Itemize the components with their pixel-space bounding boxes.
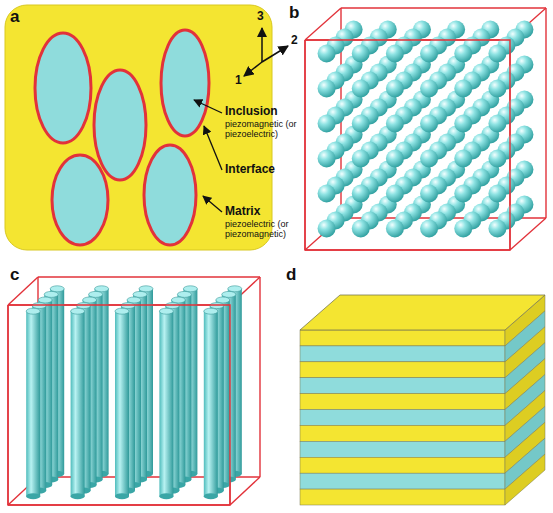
laminate-layer [300,457,505,473]
sphere-inclusion [488,185,506,203]
cube-edge [230,477,260,505]
callout-note: piezomagnetic (or piezoelectric) [225,120,301,140]
sphere-inclusion [352,45,370,63]
fiber-cylinder [26,308,40,499]
fiber-cylinder [71,308,85,499]
sphere-inclusion [488,220,506,238]
sphere-inclusion [454,220,472,238]
laminate-top [300,295,545,330]
sphere-inclusion [386,185,404,203]
sphere-inclusion [488,45,506,63]
axis-label: 3 [257,10,264,23]
fiber-cylinder [115,308,129,499]
sphere-inclusion [420,220,438,238]
sphere-inclusion [386,150,404,168]
panel-d [300,295,545,505]
sphere-inclusion [318,220,336,238]
sphere-inclusion [420,45,438,63]
laminate-side [505,454,545,505]
sphere-inclusion [318,150,336,168]
cube-edge [341,7,546,8]
inclusion-ellipse [161,30,209,136]
leader-arrow [203,196,222,212]
callout-label: Inclusion [225,105,278,118]
sphere-inclusion [488,150,506,168]
axis-label: 2 [291,34,298,47]
cube-front-edge [8,305,230,505]
leader-arrow [194,100,222,113]
laminate-layer [300,489,505,505]
panel-c [8,277,260,505]
sphere-inclusion [352,115,370,133]
fiber-cylinder [204,308,218,499]
leader-arrow [204,126,222,170]
sphere-inclusion [386,220,404,238]
sphere-inclusion [352,220,370,238]
callout-label: Interface [225,163,275,176]
sphere-inclusion [454,150,472,168]
panel-letter: d [286,266,296,285]
inclusion-ellipse [52,155,108,245]
sphere-inclusion [318,80,336,98]
callout-note: piezoelectric (or piezomagnetic) [225,220,301,240]
sphere-inclusion [386,115,404,133]
axis-arrow [244,62,262,76]
sphere-inclusion [352,185,370,203]
laminate-layer [300,410,505,426]
laminate-layer [300,425,505,441]
sphere-inclusion [454,80,472,98]
sphere-inclusion [318,115,336,133]
cube-edge [510,218,546,250]
sphere-inclusion [454,115,472,133]
sphere-inclusion [488,115,506,133]
inclusion-ellipse [35,33,91,143]
sphere-inclusion [420,150,438,168]
sphere-inclusion [386,80,404,98]
laminate-layer [300,441,505,457]
sphere-inclusion [420,80,438,98]
panel-letter: c [10,266,19,285]
axis-label: 1 [235,74,242,87]
inclusion-ellipse [94,70,146,180]
callout-label: Matrix [225,205,260,218]
panel-b [305,8,546,250]
fiber-cylinder [159,308,173,499]
cube-edge [259,277,260,477]
sphere-inclusion [318,185,336,203]
sphere-inclusion [386,45,404,63]
sphere-inclusion [318,45,336,63]
sphere-inclusion [454,185,472,203]
cube-front-edge [305,40,510,250]
sphere-inclusion [420,115,438,133]
laminate-layer [300,473,505,489]
sphere-inclusion [488,80,506,98]
sphere-inclusion [352,150,370,168]
axis-arrow [261,28,263,62]
inclusion-ellipse [144,145,196,245]
cube-edge [305,8,341,40]
laminate-layer [300,378,505,394]
axis-arrow [262,46,288,62]
laminate-layer [300,330,505,346]
sphere-inclusion [352,80,370,98]
panel-letter: a [10,8,19,27]
panel-letter: b [289,4,299,23]
sphere-inclusion [420,185,438,203]
cube-edge [545,8,546,218]
laminate-layer [300,394,505,410]
cube-edge [38,276,260,277]
laminate-layer [300,346,505,362]
laminate-layer [300,362,505,378]
sphere-inclusion [454,45,472,63]
